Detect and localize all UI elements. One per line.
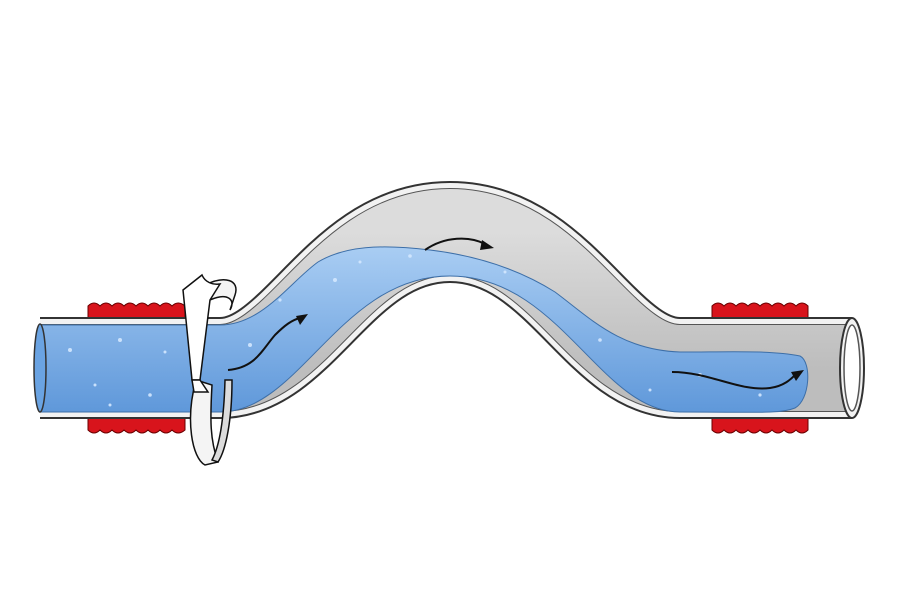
pipe-clamp: [182, 273, 237, 466]
water: [39, 246, 809, 413]
water-left-end: [33, 323, 47, 413]
pipe-right-end: [839, 317, 865, 419]
arrow-icon: [227, 317, 301, 371]
left-coupling: [87, 302, 186, 434]
arrowheads: [296, 240, 804, 381]
arrow-icon: [424, 237, 486, 251]
flow-arrows: [227, 237, 797, 390]
arrow-icon: [671, 371, 797, 390]
right-coupling: [711, 302, 809, 434]
